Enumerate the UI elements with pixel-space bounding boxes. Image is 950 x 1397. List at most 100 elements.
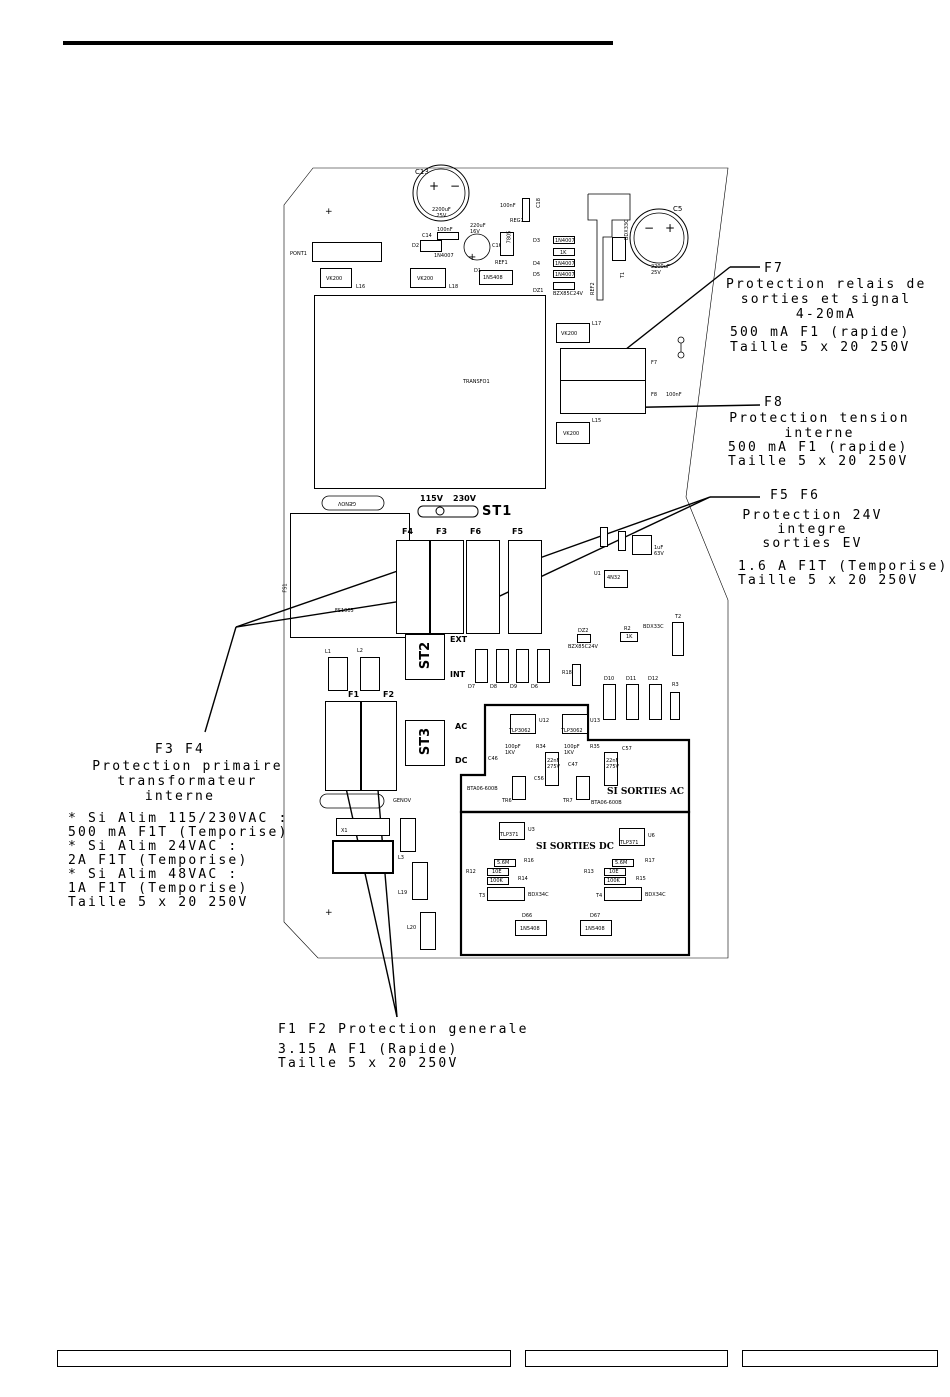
- transformer: [314, 295, 546, 489]
- d7-diode: [475, 649, 488, 683]
- c56-label: C56: [534, 776, 544, 782]
- c57-cap: [604, 752, 618, 786]
- leader-f3f4-a: [235, 565, 413, 628]
- fuse-f6-label: F6: [470, 527, 482, 536]
- f3f4-line-3: interne: [144, 789, 216, 804]
- dz1-label: DZ1: [533, 288, 544, 294]
- svg-text:+: +: [665, 221, 675, 235]
- header-rule: [63, 41, 613, 45]
- d1-label: D1: [474, 268, 482, 274]
- u12-label: U12: [539, 718, 550, 724]
- si-sorties-dc-label: SI SORTIES DC: [536, 842, 614, 852]
- f5f6-title: F5 F6: [770, 488, 821, 503]
- d3-label: D3: [533, 238, 541, 244]
- r14-label: R14: [518, 876, 528, 882]
- l17-part: VK200: [561, 331, 578, 337]
- svg-text:+: +: [429, 179, 439, 193]
- t4-transistor: [604, 887, 642, 901]
- d2-label: D2: [412, 243, 420, 249]
- r-small-1: [600, 527, 608, 547]
- f7-line-2: sorties et signal: [740, 292, 912, 307]
- c14-value: 100nF: [437, 227, 453, 233]
- l17-label: L17: [592, 321, 602, 327]
- footer-box-1: [57, 1350, 511, 1367]
- c13-value: 2200uF 25V: [432, 207, 451, 219]
- d4-part: 1N4007: [555, 261, 575, 267]
- leader-f3f4-c: [204, 626, 237, 733]
- f8-title: F8: [764, 395, 785, 410]
- u12-part: TLP3062: [509, 728, 531, 734]
- r3-resistor: [670, 692, 680, 720]
- st3-ac-label: AC: [455, 722, 468, 731]
- d10-label: D10: [604, 676, 615, 682]
- r13-resistor: [604, 868, 626, 876]
- u13-part: TLP3062: [561, 728, 583, 734]
- fuse-f1: [325, 701, 361, 791]
- r15-resistor: [604, 877, 626, 885]
- r14-resistor: [487, 877, 509, 885]
- t3-part: BDX34C: [528, 892, 549, 898]
- r35-label: R35: [590, 744, 600, 750]
- dz1-part: BZX85C24V: [553, 291, 583, 297]
- u6-part: TLP371: [620, 840, 639, 846]
- f3f4-spec-1: * Si Alim 115/230VAC :: [68, 811, 289, 826]
- f7-title: F7: [764, 261, 785, 276]
- l2-inductor: [360, 657, 380, 691]
- tr6-label: TR6: [502, 798, 512, 804]
- tr6-triac: [512, 776, 526, 800]
- d8-diode: [496, 649, 509, 683]
- d12-diode: [649, 684, 662, 720]
- c16-label: C16: [492, 243, 502, 249]
- fuse-f8-cap: 100nF: [666, 392, 682, 398]
- f7-line-1: Protection relais de: [726, 277, 927, 292]
- d5-part: 1N4007: [555, 272, 575, 278]
- r34-label: R34: [536, 744, 546, 750]
- d67-diode: [580, 920, 612, 936]
- d8-label: D8: [490, 684, 498, 690]
- d2-diode: [420, 240, 442, 252]
- r2-resistor: [620, 632, 638, 642]
- footer-box-3: [742, 1350, 938, 1367]
- d1-diode: [479, 270, 513, 285]
- f1f2-spec-2: Taille 5 x 20 250V: [278, 1056, 459, 1071]
- l16-part: VK200: [326, 276, 343, 282]
- fuse-f4: [396, 540, 430, 634]
- f1f2-title: F1 F2 Protection generale: [278, 1022, 529, 1037]
- c46-value: 100pF 1KV: [505, 744, 521, 756]
- dz2-part: BZX85C24V: [568, 644, 598, 650]
- l17-inductor: [556, 323, 590, 343]
- fuse-f7-label: F7: [651, 360, 658, 366]
- f1f2-spec-1: 3.15 A F1 (Rapide): [278, 1042, 459, 1057]
- st2-ext-label: EXT: [450, 635, 468, 644]
- f7-line-3: 4-20mA: [795, 307, 857, 322]
- r15-label: R15: [636, 876, 646, 882]
- fuse-f6: [466, 540, 500, 634]
- d9-diode: [516, 649, 529, 683]
- c56-cap: [545, 752, 559, 786]
- r17-label: R17: [645, 858, 655, 864]
- si-sorties-ac-label: SI SORTIES AC: [607, 787, 685, 797]
- d11-diode: [626, 684, 639, 720]
- r15-part: 100K: [607, 878, 620, 884]
- f3f4-line-1: Protection primaire: [92, 759, 283, 774]
- pont1-label: PONT1: [290, 251, 307, 257]
- dz1-diode: [553, 282, 575, 290]
- u1-opto: [604, 570, 628, 588]
- svg-text:−: −: [644, 221, 654, 235]
- svg-text:+: +: [325, 207, 333, 217]
- r16-label: R16: [524, 858, 534, 864]
- si-dc-outline: [459, 810, 691, 957]
- r13-part: 10E: [609, 869, 619, 875]
- d66-diode: [515, 920, 547, 936]
- c1-value: 1uF 63V: [654, 545, 664, 557]
- f7-spec-1: 500 mA F1 (rapide): [730, 325, 911, 340]
- c18-cap: [522, 198, 530, 222]
- f8-spec-2: Taille 5 x 20 250V: [728, 454, 909, 469]
- fuse-f7: [560, 348, 646, 382]
- r16-part: 5.6M: [497, 860, 510, 866]
- terminal-block: [332, 840, 394, 874]
- l16-label: L16: [356, 284, 366, 290]
- d10-diode: [603, 684, 616, 720]
